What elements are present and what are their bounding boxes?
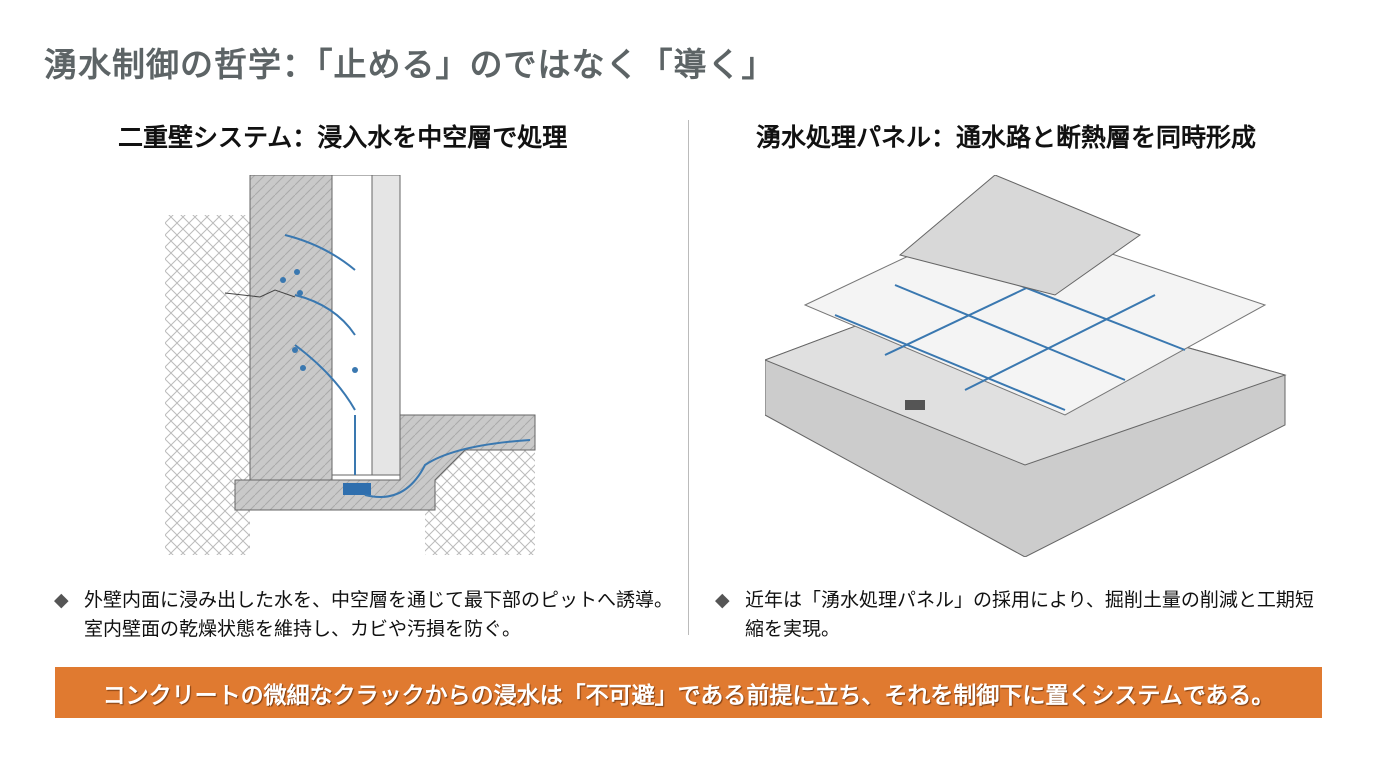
left-bullet: ◆ 外壁内面に浸み出した水を、中空層を通じて最下部のピットへ誘導。室内壁面の乾燥… xyxy=(54,586,684,644)
double-wall-diagram xyxy=(165,175,536,555)
right-bullet: ◆ 近年は「湧水処理パネル」の採用により、掘削土量の削減と工期短縮を実現。 xyxy=(715,586,1325,644)
diamond-bullet-icon: ◆ xyxy=(54,589,69,611)
drainage-panel-diagram xyxy=(765,175,1287,557)
left-bullet-text: 外壁内面に浸み出した水を、中空層を通じて最下部のピットへ誘導。室内壁面の乾燥状態… xyxy=(84,589,674,640)
summary-banner: コンクリートの微細なクラックからの浸水は「不可避」である前提に立ち、それを制御下… xyxy=(55,667,1322,718)
right-heading: 湧水処理パネル：通水路と断熱層を同時形成 xyxy=(756,123,1257,152)
page-title: 湧水制御の哲学：「止める」のではなく「導く」 xyxy=(44,45,776,84)
left-heading: 二重壁システム：浸入水を中空層で処理 xyxy=(118,123,568,152)
diamond-bullet-icon: ◆ xyxy=(715,589,730,611)
right-bullet-text: 近年は「湧水処理パネル」の採用により、掘削土量の削減と工期短縮を実現。 xyxy=(745,589,1314,640)
column-divider xyxy=(688,120,689,635)
